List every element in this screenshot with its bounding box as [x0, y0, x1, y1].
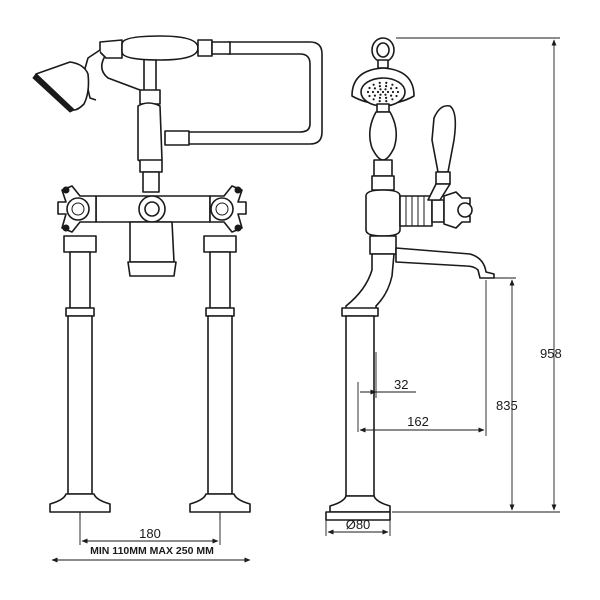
rose-hole	[378, 96, 381, 99]
side-view: 958 835 32 162 Ø80	[325, 37, 562, 536]
rose-hole	[379, 88, 382, 91]
right-leg	[189, 235, 251, 520]
front-view: 180 MIN 110MM MAX 250 MM	[32, 35, 323, 563]
leg-centres-dimension: 180	[79, 520, 221, 545]
rose-hole	[378, 81, 381, 84]
rose-hole	[386, 90, 390, 94]
rose-hole	[379, 93, 382, 96]
rose-hole	[385, 81, 388, 84]
rose-hole	[395, 94, 398, 98]
rose-hole	[391, 98, 394, 101]
spout-reach-dimension: 162	[359, 280, 487, 436]
rose-hole	[385, 100, 388, 103]
rose-hole	[373, 94, 376, 97]
rose-hole	[384, 88, 387, 91]
left-leg	[49, 235, 111, 520]
leg-centres-label: 180	[139, 526, 161, 541]
base-diameter-label: Ø80	[346, 517, 371, 532]
rose-hole	[373, 87, 376, 90]
rose-hole	[366, 90, 370, 94]
rose-hole	[384, 93, 387, 96]
rose-hole	[378, 85, 381, 88]
base-diameter-dimension: Ø80	[325, 517, 391, 536]
rose-hole	[390, 87, 393, 90]
side-valve-body	[365, 189, 473, 237]
rose-hole	[368, 94, 371, 98]
rose-hole	[381, 90, 385, 94]
rose-hole	[391, 83, 394, 86]
leg-range-label: MIN 110MM MAX 250 MM	[90, 545, 214, 557]
total-height-dimension: 958	[392, 37, 562, 513]
rose-hole	[372, 98, 375, 101]
rose-hole	[376, 90, 380, 94]
offset-label: 32	[394, 377, 408, 392]
rose-hole	[395, 86, 398, 90]
spout-height-label: 835	[496, 398, 518, 413]
rose-hole	[396, 90, 400, 94]
rose-hole	[378, 100, 381, 103]
side-collar	[369, 235, 397, 255]
rose-holes	[366, 81, 400, 103]
rose-hole	[372, 83, 375, 86]
left-cross-handle	[57, 185, 97, 233]
leg-range-dimension: MIN 110MM MAX 250 MM	[51, 545, 251, 563]
side-shower-head	[351, 67, 415, 113]
side-standpipe	[325, 253, 395, 521]
side-handset-handle	[368, 111, 398, 191]
central-body	[95, 102, 211, 277]
right-cross-handle	[209, 185, 247, 233]
rose-hole	[385, 85, 388, 88]
front-shower-head	[32, 49, 101, 113]
rose-hole	[371, 90, 375, 94]
handset-handle	[99, 35, 231, 105]
side-bath-spout	[395, 247, 495, 279]
side-lever	[427, 104, 457, 201]
spout-reach-label: 162	[407, 414, 429, 429]
rose-hole	[385, 96, 388, 99]
offset-dimension: 32	[357, 352, 416, 432]
total-height-label: 958	[540, 346, 562, 361]
hose-cradle-loop	[164, 41, 323, 146]
rose-hole	[391, 90, 395, 94]
hanger-loop	[371, 37, 395, 69]
rose-hole	[390, 94, 393, 97]
spout-height-dimension: 835	[494, 277, 518, 511]
rose-hole	[368, 86, 371, 90]
